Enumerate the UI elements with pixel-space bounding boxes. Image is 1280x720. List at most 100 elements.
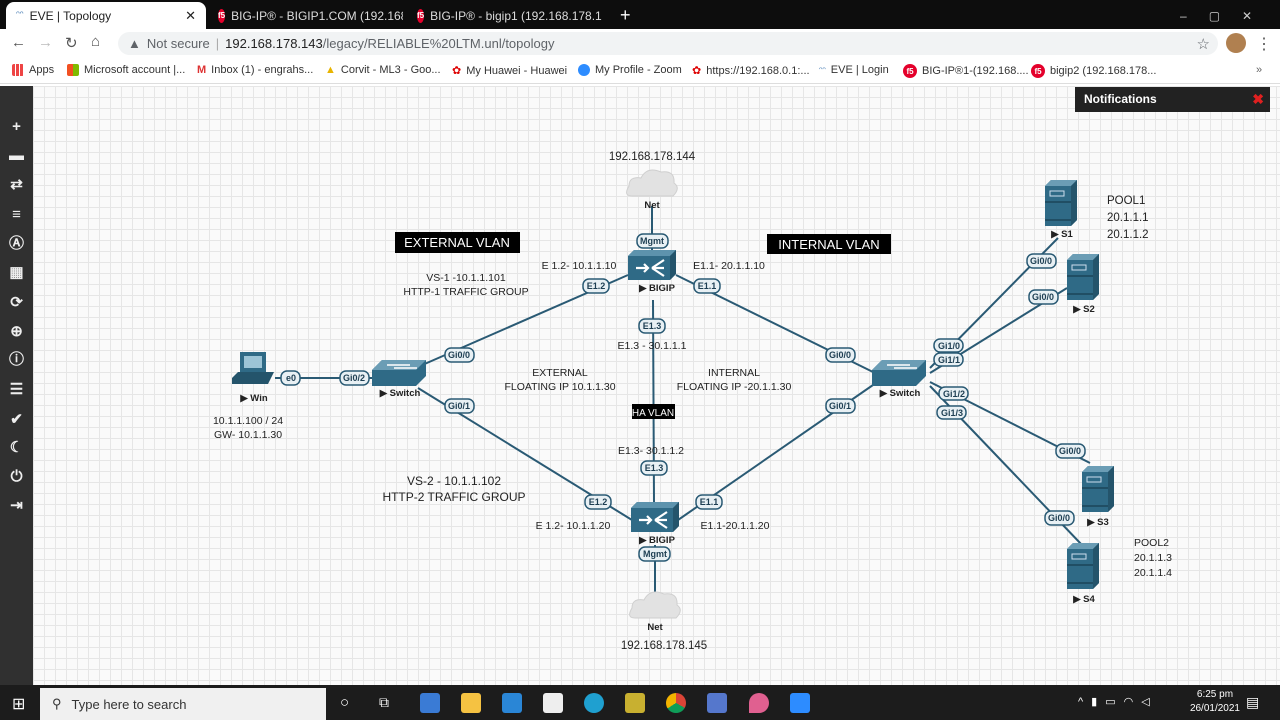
add-node-icon[interactable]: + [12,118,21,135]
server-s3-node[interactable] [1081,465,1115,513]
apps-icon [12,64,24,76]
close-window-icon[interactable]: ✕ [1242,8,1253,23]
more-bookmarks-button[interactable]: » [1256,64,1263,76]
net-label: Net [647,622,663,633]
check-icon[interactable]: ✔ [10,411,23,428]
f5-icon: f5 [903,64,917,78]
minimize-icon[interactable]: – [1180,8,1187,23]
port-gi00-s1: Gi0/0 [1026,253,1057,269]
cloud-net-top[interactable] [626,169,678,197]
menu-icon[interactable]: ⋮ [1256,36,1272,53]
forward-icon[interactable]: → [38,34,53,51]
port-gi01-switch2: Gi0/1 [825,398,856,414]
zoom-icon[interactable]: ⊕ [10,323,23,340]
cloud-net-bottom[interactable] [629,591,681,619]
security-label[interactable]: Not secure [146,36,210,51]
mail-icon[interactable] [502,693,522,713]
profile-avatar[interactable] [1226,33,1246,53]
port-gi10-switch2: Gi1/0 [933,338,964,353]
svg-text:EXTERNAL VLAN: EXTERNAL VLAN [404,235,510,250]
taskbar-app-icon[interactable] [420,693,440,713]
bigip2-node[interactable] [629,500,681,534]
edge-icon[interactable] [584,693,604,713]
internal-vlan-label: INTERNAL VLAN [767,234,891,254]
taskbar-search-input[interactable]: ⚲Type here to search [40,688,326,720]
switch1-node[interactable] [371,359,427,387]
port-gi00-switch2: Gi0/0 [825,347,856,363]
file-explorer-icon[interactable] [461,693,481,713]
nodes-icon[interactable]: ▬ [9,147,24,164]
startup-configs-icon[interactable]: ≡ [12,206,21,223]
bookmark-star-icon[interactable]: ☆ [1196,35,1210,53]
reload-icon[interactable]: ↻ [65,35,78,52]
switch2-node[interactable] [871,359,927,387]
bookmark-zoom[interactable]: My Profile - Zoom [578,64,682,76]
close-tab-icon[interactable]: ✕ [185,7,196,23]
huawei-icon: ✿ [452,65,462,77]
drive-icon: ▲ [325,64,336,76]
logout-icon[interactable]: ⇥ [10,497,23,514]
bookmark-microsoft[interactable]: Microsoft account |... [67,64,185,76]
windows-start-icon[interactable]: ⊞ [12,696,26,713]
svg-text:INTERNAL VLAN: INTERNAL VLAN [778,237,879,252]
url-path: /legacy/RELIABLE%20LTM.unl/topology [322,36,555,51]
win-pc-node[interactable] [232,352,274,384]
url-input[interactable]: ▲Not secure|192.168.178.143/legacy/RELIA… [118,32,1218,55]
svg-text:Gi1/3: Gi1/3 [941,408,963,418]
store-icon[interactable] [543,693,563,713]
keyboard-icon [232,372,274,384]
tab-label: EVE | Topology [29,8,112,23]
cortana-icon[interactable]: ○ [340,694,350,711]
svg-text:Gi0/1: Gi0/1 [448,401,470,411]
maximize-icon[interactable]: ▢ [1208,8,1221,23]
external-vlan-label: EXTERNAL VLAN [395,232,520,253]
paint-app-icon[interactable] [749,693,769,713]
chrome-icon[interactable] [666,693,686,713]
svg-text:Gi0/0: Gi0/0 [1030,256,1052,266]
networks-icon[interactable]: ⇄ [10,176,23,193]
server-s2-node[interactable] [1066,253,1100,301]
bookmark-huawei[interactable]: ✿My Huawei - Huawei [452,64,568,78]
zoom-app-icon[interactable] [790,693,810,713]
port-e12-bigip1: E1.2 [582,278,610,294]
server-s4-node[interactable] [1066,542,1100,590]
svg-text:Gi1/0: Gi1/0 [938,341,960,351]
power-icon[interactable]: ⏻ [10,468,23,485]
bookmark-drive[interactable]: ▲Corvit - ML3 - Goo... [325,64,441,76]
pool1-member: 20.1.1.2 [1107,229,1149,241]
back-icon[interactable]: ← [11,34,26,51]
status-icon[interactable]: ▦ [9,264,24,281]
task-view-icon[interactable]: ⧉ [379,694,389,710]
home-icon[interactable]: ⌂ [91,33,101,50]
info-icon[interactable]: ⓘ [8,351,24,368]
new-tab-button[interactable]: + [620,5,631,25]
bookmark-apps[interactable]: Apps [12,64,54,76]
refresh-icon[interactable]: ⟳ [10,294,23,311]
dark-mode-icon[interactable]: ☾ [9,439,24,456]
bookmark-huawei-router[interactable]: ✿https://192.168.0.1:... [692,64,810,78]
action-center-icon[interactable]: ▤ [1246,694,1260,710]
svg-text:Gi0/2: Gi0/2 [343,373,365,383]
switch2-label: ▶ Switch [879,388,921,399]
close-notifications-icon[interactable]: ✖ [1252,91,1264,107]
bigip1-node[interactable] [626,248,678,282]
taskbar-app-icon[interactable] [625,693,645,713]
server-s1-node[interactable] [1044,179,1078,227]
list-icon[interactable]: ☰ [9,381,24,398]
port-gi00-s3: Gi0/0 [1055,443,1086,459]
system-tray-icons[interactable]: ^▮▭◠◁ [1078,696,1158,708]
network-app-icon[interactable] [707,693,727,713]
ha-vlan-label: HA VLAN [632,404,675,419]
text-icon[interactable]: Ⓐ [8,235,24,252]
f5-icon: f5 [218,8,226,23]
vs2-ip: VS-2 - 10.1.1.102 [407,474,501,488]
